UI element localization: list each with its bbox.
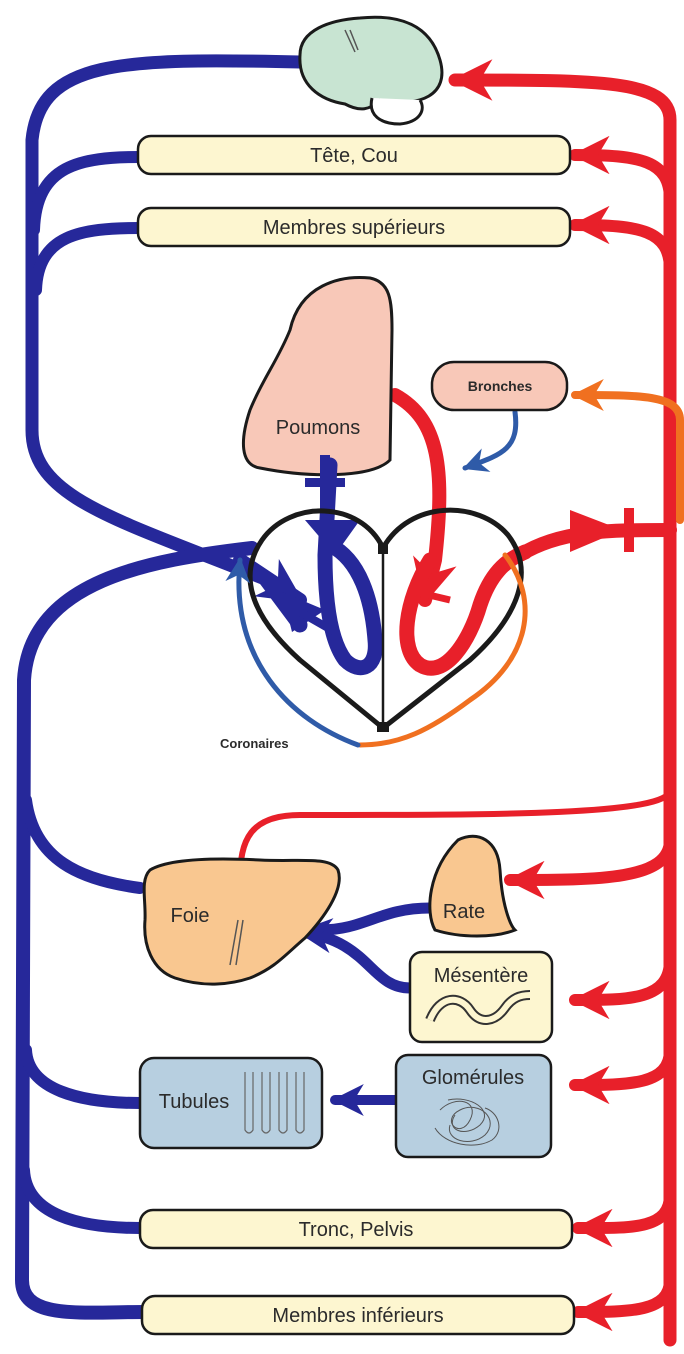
vein-mesentery-portal — [300, 932, 410, 988]
box-head-neck: Tête, Cou — [138, 136, 570, 174]
bronchial-vein — [465, 412, 516, 468]
liver-label: Foie — [171, 905, 210, 927]
box-trunk-pelvis: Tronc, Pelvis — [140, 1210, 572, 1248]
coronary-label: Coronaires — [220, 736, 289, 751]
pulmonary-artery — [325, 465, 375, 668]
box-lower-limbs: Membres inférieurs — [142, 1296, 574, 1334]
box-upper-limbs: Membres supérieurs — [138, 208, 570, 246]
spleen: Rate — [430, 836, 515, 936]
bronchi-label: Bronches — [468, 378, 533, 394]
lower-limbs-label: Membres inférieurs — [272, 1305, 443, 1327]
lungs-label: Poumons — [276, 417, 361, 439]
artery-upper-limbs — [575, 225, 670, 270]
mesentery: Mésentère — [410, 952, 552, 1042]
artery-spleen — [510, 840, 670, 880]
glomeruli: Glomérules — [396, 1055, 551, 1157]
liver: Foie — [144, 859, 339, 984]
vein-spleen-portal — [320, 908, 430, 930]
aortic-valve — [570, 508, 634, 552]
vein-head-neck — [34, 157, 140, 230]
heart: Coronaires — [220, 455, 525, 751]
brain — [300, 17, 442, 124]
tubules-label: Tubules — [159, 1091, 229, 1113]
artery-trunk-pelvis — [578, 1195, 670, 1228]
mesentery-label: Mésentère — [434, 965, 529, 987]
tubules: Tubules — [140, 1058, 322, 1148]
vein-liver — [26, 800, 140, 888]
artery-glomeruli — [575, 1050, 670, 1085]
head-neck-label: Tête, Cou — [310, 145, 398, 167]
spleen-label: Rate — [443, 901, 485, 923]
bronchi: Bronches — [432, 362, 567, 410]
artery-head-neck — [575, 155, 670, 200]
vein-upper-limbs — [36, 228, 140, 290]
lungs: Poumons — [243, 278, 392, 475]
glomeruli-label: Glomérules — [422, 1067, 524, 1089]
coronary-artery — [360, 555, 525, 745]
artery-mesentery — [575, 960, 670, 1000]
trunk-pelvis-label: Tronc, Pelvis — [299, 1219, 414, 1241]
vein-trunk — [24, 1170, 140, 1228]
upper-limbs-label: Membres supérieurs — [263, 217, 445, 239]
artery-lower-limbs — [578, 1280, 670, 1312]
vein-tubules — [26, 1050, 140, 1103]
